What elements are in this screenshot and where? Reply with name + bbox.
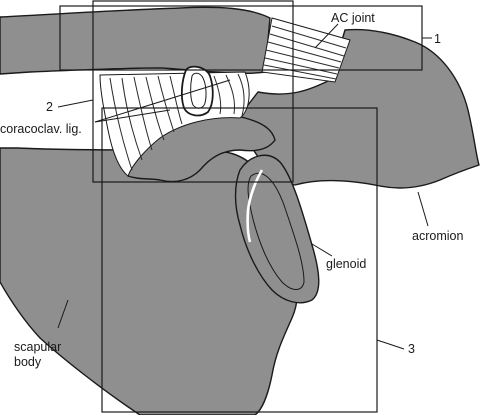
box2-label: 2 [46, 100, 53, 114]
glenoid-highlight [246, 169, 264, 243]
glenoid-leader [311, 243, 333, 257]
glenoid-label: glenoid [326, 257, 366, 271]
trapezoid-inner-loop [190, 72, 207, 109]
clavicle [0, 6, 271, 75]
acromion-label: acromion [412, 229, 463, 243]
scapular-body-label-line1: scapular [14, 340, 61, 354]
ac-joint-ligament [261, 17, 351, 83]
box2-leader [57, 99, 94, 108]
scapular-body-label-line2: body [14, 355, 42, 369]
region-box-2 [92, 0, 294, 183]
scapular-body-leader [57, 299, 69, 329]
box1-label: 1 [434, 32, 441, 46]
coracoclav-leader-a [94, 109, 171, 123]
coracoclav-label: coracoclav. lig. [0, 122, 82, 136]
region-box-3 [101, 107, 378, 413]
acromion-leader [417, 191, 429, 227]
ac-joint-fibers [263, 25, 347, 80]
ac-joint-label: AC joint [331, 11, 375, 25]
glenoid-fossa [234, 154, 320, 304]
box3-leader [376, 339, 405, 350]
box3-label: 3 [408, 342, 415, 356]
glenoid-rim [247, 172, 305, 290]
coracoclav-leader-b [94, 79, 231, 123]
ac-joint-leader [314, 23, 339, 49]
